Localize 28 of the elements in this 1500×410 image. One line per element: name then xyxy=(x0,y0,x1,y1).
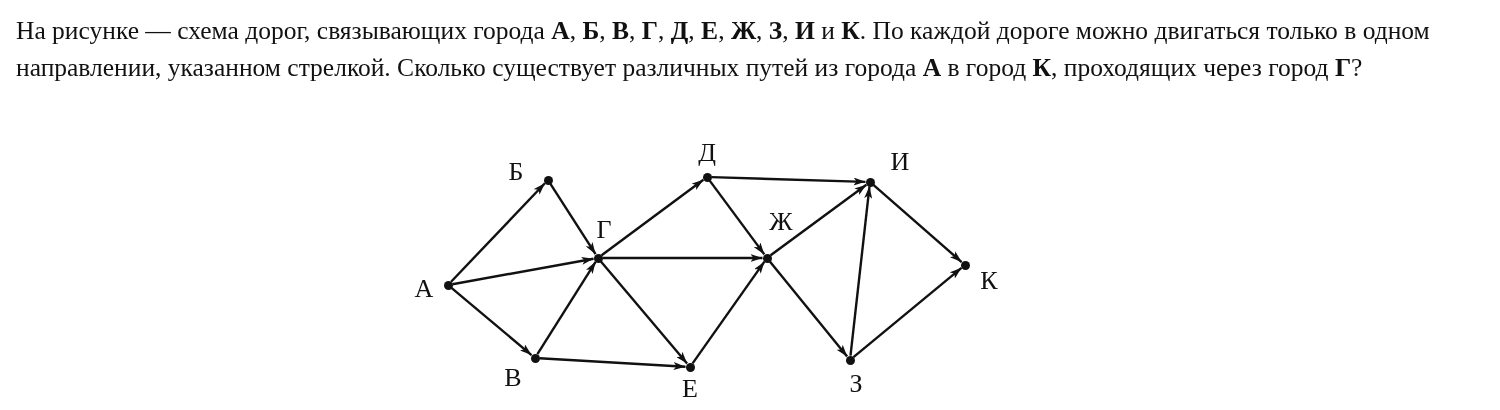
arrow xyxy=(549,183,597,255)
city-label: Е xyxy=(682,376,698,402)
arrow xyxy=(452,257,594,286)
city-label: В xyxy=(504,365,522,391)
city-label: Д xyxy=(698,140,716,166)
city-label: З xyxy=(849,371,863,397)
city-label: Ж xyxy=(769,209,793,235)
arrow xyxy=(691,261,766,365)
city-label: А xyxy=(414,276,434,302)
arrow xyxy=(768,260,849,358)
city-label: Г xyxy=(596,217,612,243)
arrow xyxy=(602,254,763,262)
city-label: Б xyxy=(508,159,524,185)
arrow xyxy=(708,179,766,256)
arrow xyxy=(450,182,546,283)
arrow xyxy=(450,286,533,357)
question-text: На рисунке — схема дорог, связывающих города А, Б, В, Г, Д, Е, Ж, З, И и К. По каждой дороге можно двигаться только в одном направлении, указанном стрелкой. Сколько существует различных путей из города А в город К, проходящих через город Г? xyxy=(16,15,1431,84)
arrow xyxy=(711,175,866,186)
arrow xyxy=(872,184,963,263)
city-label: К xyxy=(980,268,998,294)
arrow xyxy=(536,261,597,355)
arrow xyxy=(849,186,873,356)
arrow xyxy=(852,266,963,359)
arrow xyxy=(600,178,705,257)
city-label: И xyxy=(890,149,910,175)
arrow xyxy=(600,260,688,365)
arrow xyxy=(769,183,868,257)
arrow xyxy=(539,357,686,371)
